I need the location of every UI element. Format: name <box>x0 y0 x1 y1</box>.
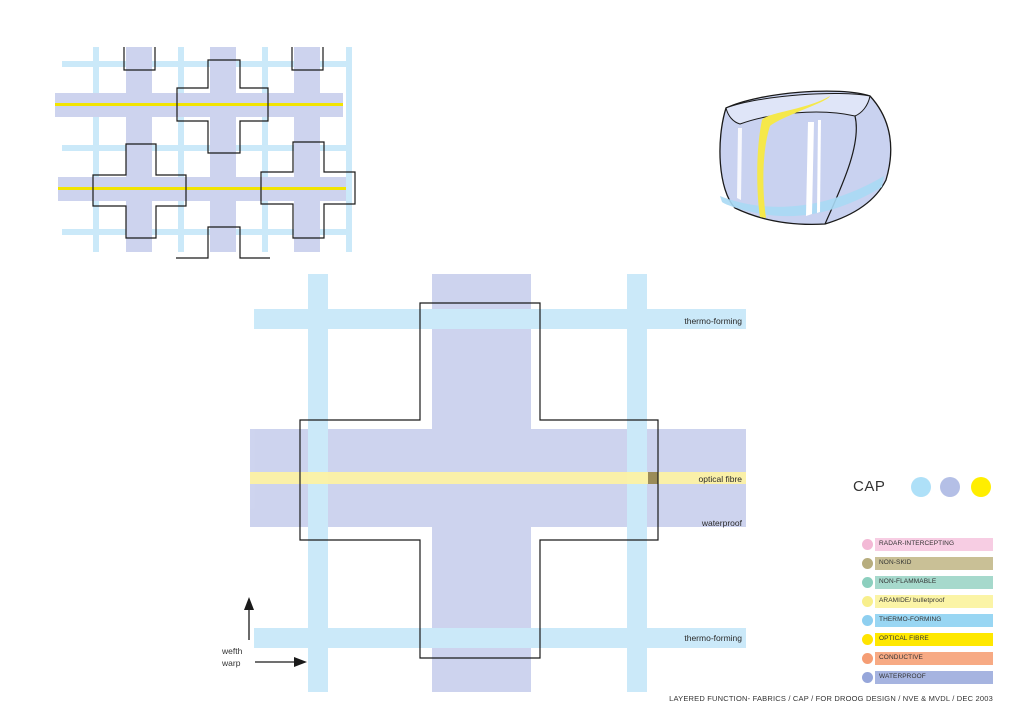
legend-item-radar-intercepting: RADAR-INTERCEPTING <box>862 538 994 551</box>
legend-bar <box>875 538 993 551</box>
legend-item-waterproof: WATERPROOF <box>862 671 994 684</box>
legend-dot <box>862 672 873 683</box>
legend-label: ARAMIDE/ bulletproof <box>879 597 945 604</box>
label-thermo-forming-top: thermo-forming <box>684 316 742 326</box>
cap-title: CAP <box>853 478 886 495</box>
legend-label: CONDUCTIVE <box>879 654 923 661</box>
legend-dot <box>862 577 873 588</box>
legend-label: NON-FLAMMABLE <box>879 578 937 585</box>
cap-dot-thermo-forming <box>911 477 931 497</box>
legend-dot <box>862 539 873 550</box>
legend-bar <box>875 652 993 665</box>
legend-bar <box>875 557 993 570</box>
legend-item-aramide: ARAMIDE/ bulletproof <box>862 595 994 608</box>
legend-item-non-skid: NON-SKID <box>862 557 994 570</box>
legend-bar <box>875 671 993 684</box>
legend-label: WATERPROOF <box>879 673 926 680</box>
legend-item-non-flammable: NON-FLAMMABLE <box>862 576 994 589</box>
axis-label-warp: warp <box>222 658 241 668</box>
legend-item-conductive: CONDUCTIVE <box>862 652 994 665</box>
label-thermo-forming-bottom: thermo-forming <box>684 633 742 643</box>
legend-item-optical-fibre: OPTICAL FIBRE <box>862 633 994 646</box>
label-waterproof: waterproof <box>701 518 742 528</box>
legend-label: RADAR-INTERCEPTING <box>879 540 955 547</box>
legend-bar <box>875 633 993 646</box>
legend-dot <box>862 615 873 626</box>
legend-label: OPTICAL FIBRE <box>879 635 929 642</box>
legend-label: NON-SKID <box>879 559 912 566</box>
axis-label-weft: wefth <box>222 646 243 656</box>
legend-dot <box>862 596 873 607</box>
legend-bar <box>875 614 993 627</box>
legend-dot <box>862 653 873 664</box>
legend-dot <box>862 634 873 645</box>
footer-caption: LAYERED FUNCTION- FABRICS / CAP / FOR DR… <box>669 694 993 703</box>
legend-bar <box>875 576 993 589</box>
legend-item-thermo-forming: THERMO-FORMING <box>862 614 994 627</box>
legend-bar <box>875 595 993 608</box>
label-optical-fibre: optical fibre <box>698 474 742 484</box>
cap-dot-waterproof <box>940 477 960 497</box>
legend-dot <box>862 558 873 569</box>
cap-dot-optical-fibre <box>971 477 991 497</box>
legend-label: THERMO-FORMING <box>879 616 942 623</box>
